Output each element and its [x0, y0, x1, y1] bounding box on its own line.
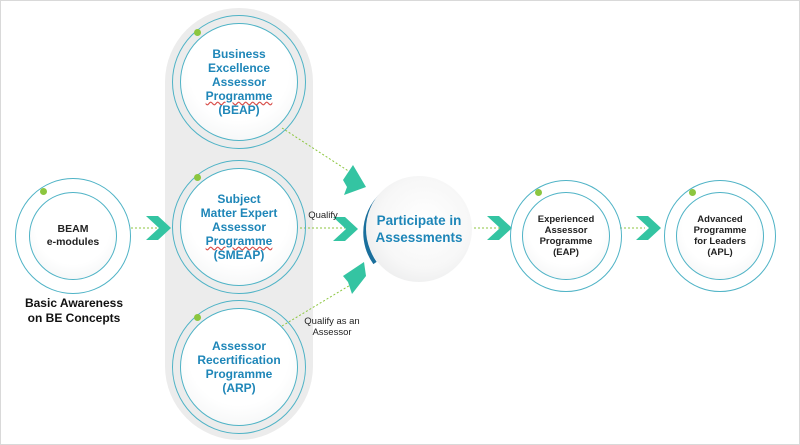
smeap-dot — [194, 174, 201, 181]
eap-dot — [535, 189, 542, 196]
apl-dot — [689, 189, 696, 196]
connector-beap-participate — [281, 127, 351, 173]
arp-dot — [194, 314, 201, 321]
qualify-assessor-caption: Qualify as an Assessor — [304, 316, 360, 338]
chevron-beam-to-smeap — [146, 216, 171, 240]
chevron-smeap-to-participate — [333, 217, 358, 241]
beap-dot — [194, 29, 201, 36]
chevron-arp-to-participate — [343, 262, 366, 294]
chevron-eap-to-apl — [636, 216, 661, 240]
beam-caption: Basic Awareness on BE Concepts — [24, 296, 124, 325]
chevron-beap-to-participate — [343, 165, 366, 195]
qualify-caption: Qualify — [308, 210, 338, 221]
connector-arp-participate — [281, 283, 353, 327]
beam-dot — [40, 188, 47, 195]
chevron-participate-to-eap — [487, 216, 512, 240]
